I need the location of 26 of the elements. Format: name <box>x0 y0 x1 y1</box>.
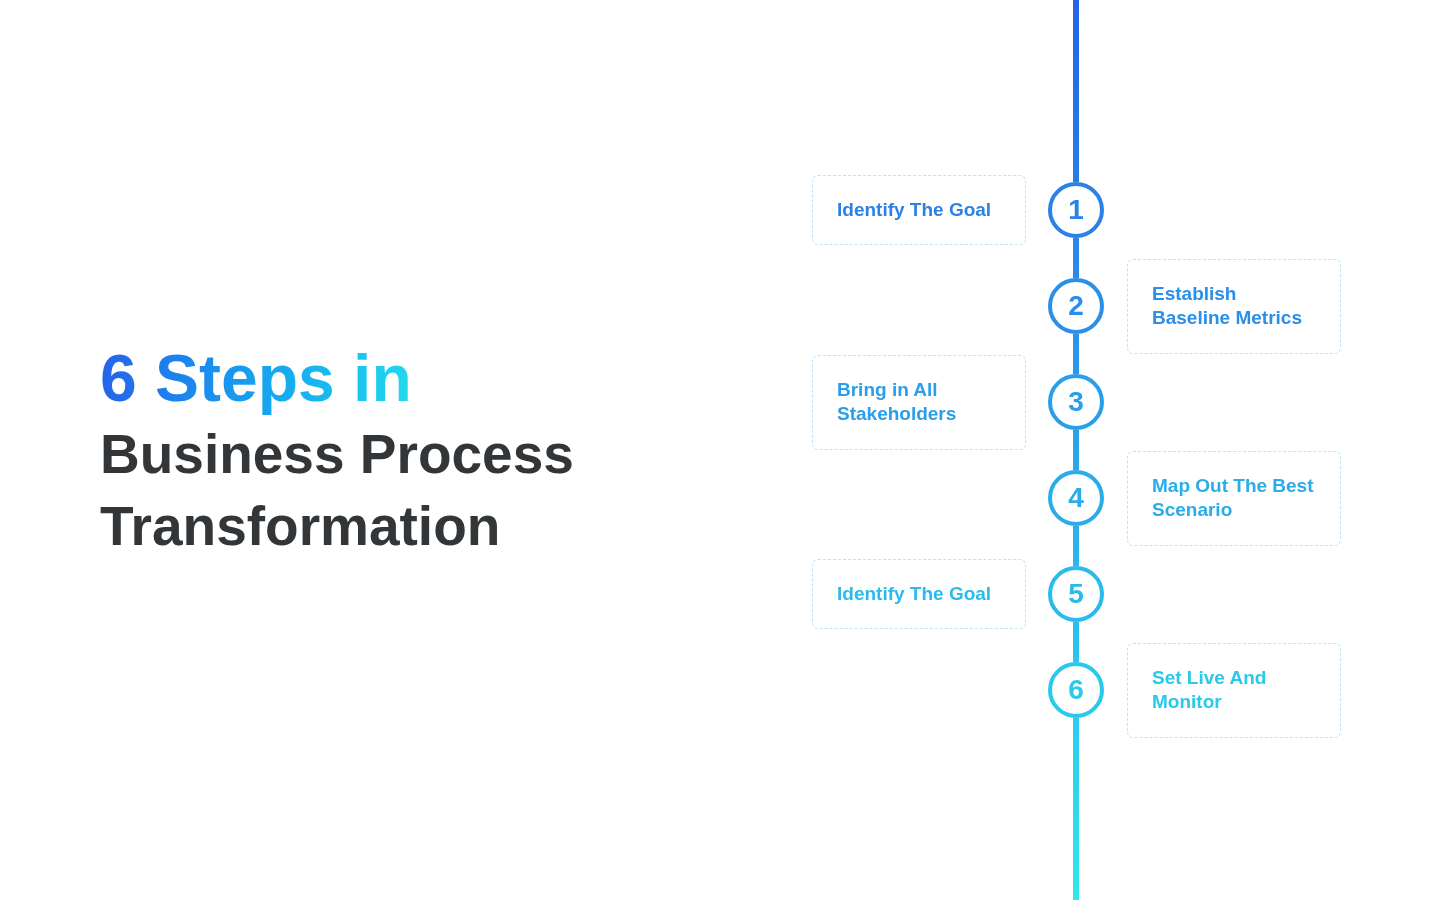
step-number: 1 <box>1068 193 1084 227</box>
timeline-line <box>1073 526 1079 566</box>
step-card <box>812 354 1026 450</box>
step-label: Identify The Goal <box>837 582 993 606</box>
step-card <box>1127 450 1341 546</box>
step-number: 6 <box>1068 673 1084 707</box>
step-number: 2 <box>1068 289 1084 323</box>
timeline-line <box>1073 238 1079 278</box>
step-label: Identify The Goal <box>837 198 993 222</box>
step-card <box>812 175 1026 245</box>
step-label: Bring in All Stakeholders <box>837 378 958 426</box>
timeline-line <box>1073 622 1079 662</box>
step-card <box>1127 258 1341 354</box>
timeline-line <box>1073 430 1079 470</box>
step-number: 3 <box>1068 385 1084 419</box>
step-number: 4 <box>1068 481 1084 515</box>
step-label: Establish Baseline Metrics <box>1152 282 1303 330</box>
step-label: Map Out The Best Scenario <box>1152 474 1315 522</box>
timeline-line <box>1073 0 1079 182</box>
timeline-line <box>1073 334 1079 374</box>
step-card <box>1127 642 1341 738</box>
step-label: Set Live And Monitor <box>1152 666 1268 714</box>
step-number: 5 <box>1068 577 1084 611</box>
step-card <box>812 559 1026 629</box>
subtitle-heading: Business Process Transformation <box>100 422 575 559</box>
timeline-line <box>1073 718 1079 900</box>
